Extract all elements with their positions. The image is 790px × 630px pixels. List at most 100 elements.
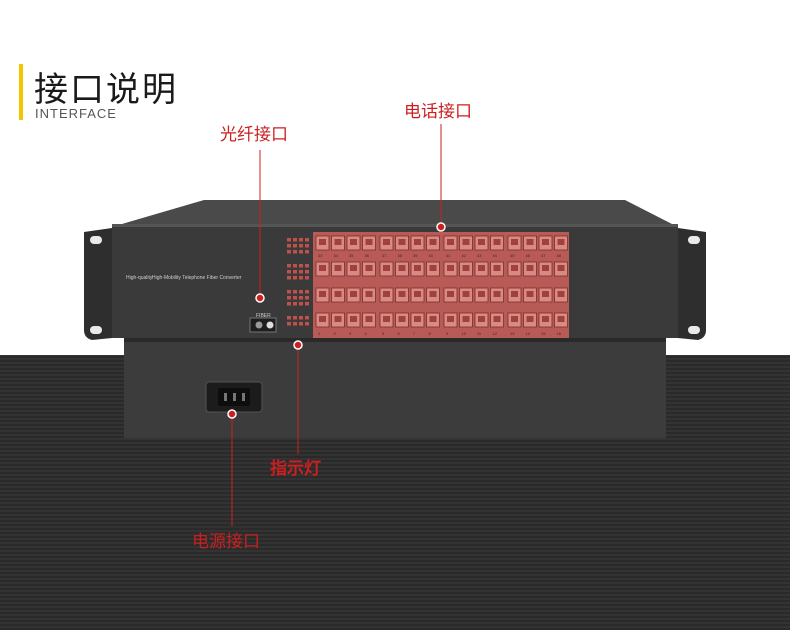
rack-ear-hole <box>90 326 102 334</box>
port-number: 2 <box>334 331 337 336</box>
port-number: 34 <box>334 253 339 258</box>
indicator-led <box>299 250 303 254</box>
port-number: 10 <box>462 331 467 336</box>
indicator-led <box>305 250 309 254</box>
indicator-led <box>305 316 309 320</box>
indicator-led <box>299 238 303 242</box>
port-number: 36 <box>365 253 370 258</box>
indicator-led <box>293 238 297 242</box>
indicator-led <box>287 244 291 248</box>
port-number: 47 <box>541 253 546 258</box>
phone-port-jack <box>542 291 549 297</box>
indicator-led <box>287 250 291 254</box>
indicator-led <box>299 290 303 294</box>
phone-port-jack <box>462 291 470 297</box>
port-number: 45 <box>510 253 515 258</box>
phone-port-jack <box>542 316 549 322</box>
phone-port-jack <box>398 316 406 322</box>
model-text-2: High-Mobility Telephone Fiber Converter <box>152 275 242 281</box>
rack-ear-hole <box>688 236 700 244</box>
port-number: 33 <box>318 253 323 258</box>
indicator-led <box>299 276 303 280</box>
port-number: 40 <box>429 253 434 258</box>
phone-port-jack <box>350 239 357 245</box>
indicator-led <box>293 316 297 320</box>
indicator-led <box>299 302 303 306</box>
title-accent-bar <box>19 64 23 120</box>
indicator-led <box>299 264 303 268</box>
port-number: 1 <box>318 331 321 336</box>
chassis-seam <box>124 338 666 342</box>
phone-port-jack <box>334 291 342 297</box>
panel-edge <box>112 224 678 227</box>
phone-port-jack <box>365 239 373 245</box>
phone-port-jack <box>557 265 565 271</box>
port-number: 3 <box>349 331 352 336</box>
port-number: 16 <box>557 331 562 336</box>
port-number: 9 <box>446 331 449 336</box>
phone-port-jack <box>429 316 437 322</box>
indicator-led <box>287 302 291 306</box>
phone-port-jack <box>447 239 454 245</box>
indicator-led <box>305 270 309 274</box>
power-pin <box>242 393 245 401</box>
phone-port-jack <box>383 291 390 297</box>
phone-port-jack <box>334 239 342 245</box>
indicator-led <box>287 316 291 320</box>
power-pin <box>224 393 227 401</box>
phone-port-jack <box>526 291 534 297</box>
chassis-lower-body <box>124 338 666 438</box>
phone-port-jack <box>334 265 342 271</box>
port-number: 39 <box>413 253 418 258</box>
indicator-led <box>293 296 297 300</box>
phone-port-jack <box>319 265 326 271</box>
phone-port-jack <box>414 316 421 322</box>
page-subtitle: INTERFACE <box>35 106 117 121</box>
phone-port-jack <box>398 291 406 297</box>
indicator-led <box>305 322 309 326</box>
indicator-led <box>293 290 297 294</box>
callout-marker-phone <box>436 222 446 232</box>
indicator-led <box>305 276 309 280</box>
indicator-led <box>305 238 309 242</box>
phone-port-jack <box>511 239 518 245</box>
port-number: 38 <box>398 253 403 258</box>
phone-port-jack <box>511 316 518 322</box>
phone-port-jack <box>447 291 454 297</box>
phone-port-jack <box>350 265 357 271</box>
callout-marker-fiber <box>255 293 265 303</box>
indicator-led <box>287 238 291 242</box>
indicator-led <box>287 296 291 300</box>
port-number: 41 <box>446 253 451 258</box>
chassis-top <box>122 200 672 224</box>
phone-port-jack <box>398 265 406 271</box>
phone-port-jack <box>334 316 342 322</box>
callout-phone-port: 电话接口 <box>404 102 472 122</box>
phone-port-jack <box>493 316 501 322</box>
port-number: 7 <box>413 331 416 336</box>
port-number: 8 <box>429 331 432 336</box>
phone-port-jack <box>383 239 390 245</box>
phone-port-jack <box>511 265 518 271</box>
rack-ear-right <box>678 228 706 340</box>
phone-port-jack <box>462 239 470 245</box>
indicator-led <box>293 322 297 326</box>
phone-port-jack <box>398 239 406 245</box>
port-number: 35 <box>349 253 354 258</box>
port-number: 46 <box>526 253 531 258</box>
fiber-connector <box>255 321 263 329</box>
phone-port-jack <box>429 291 437 297</box>
phone-port-jack <box>493 265 501 271</box>
phone-port-jack <box>542 239 549 245</box>
rack-ear-hole <box>688 326 700 334</box>
port-number: 14 <box>526 331 531 336</box>
power-pin <box>233 393 236 401</box>
phone-port-jack <box>478 316 485 322</box>
callout-fiber-port: 光纤接口 <box>220 125 288 145</box>
phone-port-jack <box>447 316 454 322</box>
phone-port-grid <box>315 235 568 328</box>
phone-port-jack <box>383 316 390 322</box>
indicator-led <box>287 270 291 274</box>
indicator-led-group <box>287 238 309 326</box>
